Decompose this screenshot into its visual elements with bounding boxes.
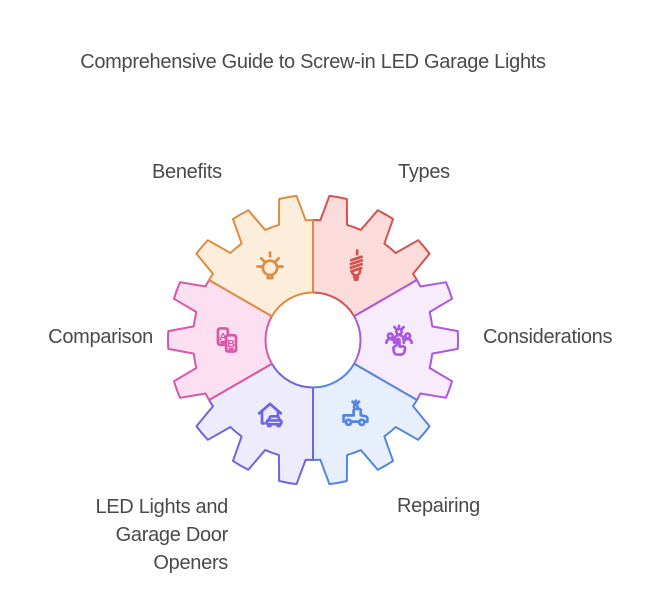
segment-label-types: Types bbox=[398, 161, 450, 183]
segment-label-led-openers: LED Lights and Garage Door Openers bbox=[95, 496, 228, 574]
segment-label-considerations: Considerations bbox=[483, 326, 613, 348]
segment-label-benefits: Benefits bbox=[152, 161, 222, 183]
comparison-letter-b: B bbox=[227, 338, 235, 350]
segment-label-comparison: Comparison bbox=[48, 326, 153, 348]
gear-segment-benefits bbox=[195, 194, 314, 318]
people-choice-icon bbox=[385, 324, 413, 356]
segment-label-repairing: Repairing bbox=[397, 495, 480, 517]
idea-bulb-icon bbox=[256, 251, 284, 280]
page-title: Comprehensive Guide to Screw-in LED Gara… bbox=[80, 51, 546, 73]
cfl-bulb-icon bbox=[349, 249, 364, 281]
ab-phones-icon: A B bbox=[216, 327, 238, 353]
tow-truck-icon bbox=[342, 399, 369, 427]
comparison-letter-a: A bbox=[219, 331, 227, 343]
garage-car-icon bbox=[257, 402, 283, 428]
gear-segments bbox=[166, 194, 460, 486]
